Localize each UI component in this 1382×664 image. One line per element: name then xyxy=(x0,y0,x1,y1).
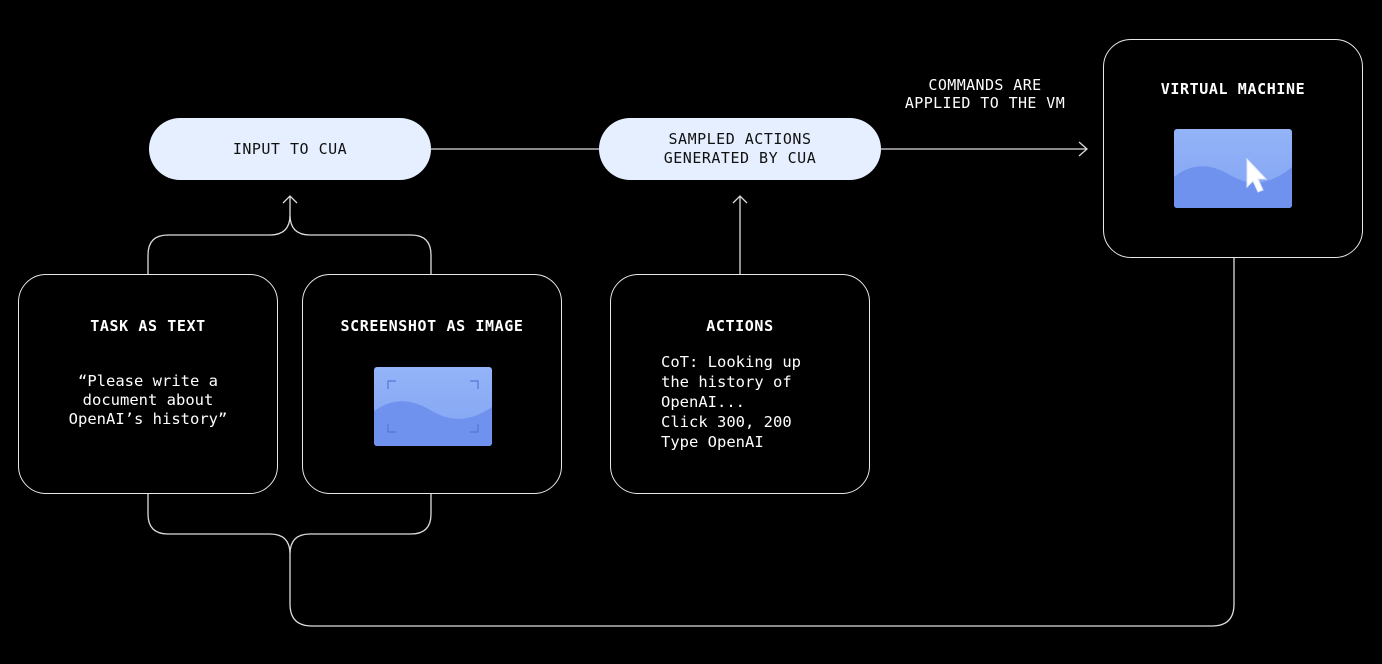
task-as-text-body: “Please write a document about OpenAI’s … xyxy=(68,372,228,428)
node-actions: ACTIONS CoT: Looking up the history of O… xyxy=(610,274,870,494)
edge-vm-feedback-loop xyxy=(289,258,1235,627)
node-screenshot-as-image: SCREENSHOT AS IMAGE xyxy=(302,274,562,494)
node-task-as-text: TASK AS TEXT “Please write a document ab… xyxy=(18,274,278,494)
virtual-machine-title: VIRTUAL MACHINE xyxy=(1160,80,1306,98)
screenshot-image-icon xyxy=(374,367,492,446)
edge-commands-label: COMMANDS ARE APPLIED TO THE VM xyxy=(904,76,1066,112)
node-virtual-machine: VIRTUAL MACHINE xyxy=(1103,39,1363,258)
merge-bracket-top xyxy=(147,196,432,274)
screen-with-cursor-icon xyxy=(1174,129,1292,208)
screenshot-as-image-title: SCREENSHOT AS IMAGE xyxy=(340,317,524,335)
task-as-text-title: TASK AS TEXT xyxy=(90,317,206,335)
node-sampled-actions-label: SAMPLED ACTIONS GENERATED BY CUA xyxy=(663,130,817,167)
merge-bracket-bottom xyxy=(147,494,432,555)
cursor-icon xyxy=(1246,157,1268,193)
node-sampled-actions: SAMPLED ACTIONS GENERATED BY CUA xyxy=(599,118,881,180)
arrowhead-to-vm xyxy=(1078,141,1088,157)
arrowhead-to-input xyxy=(282,195,298,204)
arrowhead-to-sampled xyxy=(732,195,748,204)
node-input-to-cua: INPUT TO CUA xyxy=(149,118,431,180)
actions-body: CoT: Looking up the history of OpenAI...… xyxy=(661,353,801,451)
actions-title: ACTIONS xyxy=(706,317,774,335)
node-input-to-cua-label: INPUT TO CUA xyxy=(232,139,348,158)
